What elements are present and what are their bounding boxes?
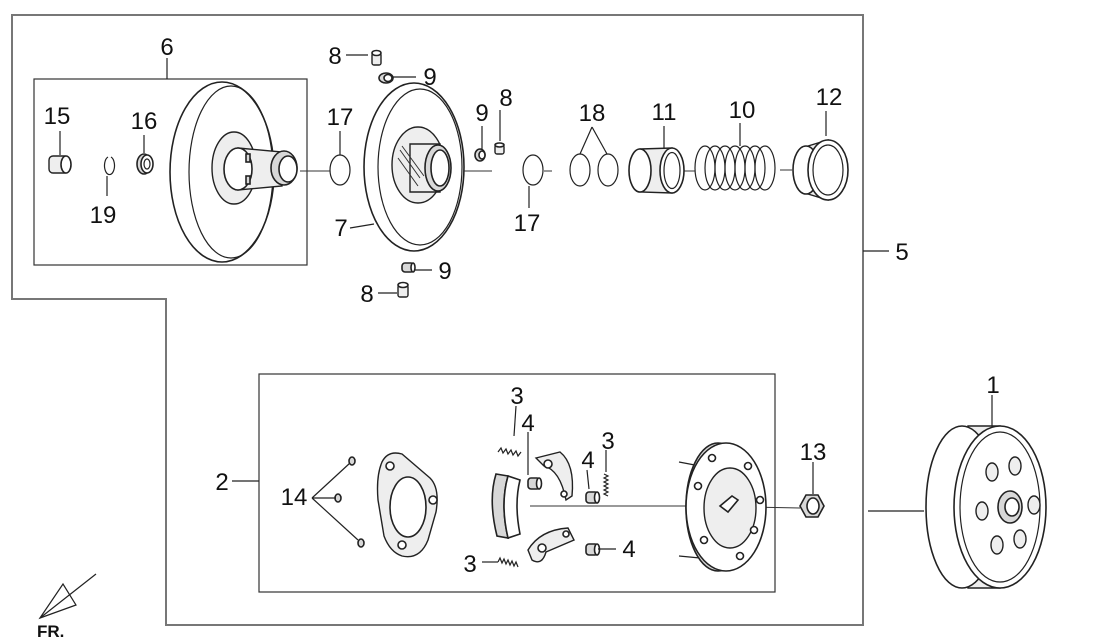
callout-5: 5 xyxy=(895,239,908,266)
part-3-spring-right xyxy=(602,473,610,497)
callout-3-bottom: 3 xyxy=(463,551,476,578)
part-14-nuts xyxy=(334,456,365,548)
part-17-oring xyxy=(329,154,351,186)
part-8-pin-bottom xyxy=(397,281,409,298)
callout-8-top: 8 xyxy=(328,43,341,70)
part-6-driven-fixed-face xyxy=(169,81,298,263)
part-4-collar xyxy=(585,543,601,556)
part-8-pin-top xyxy=(371,49,382,66)
assembly-6-box xyxy=(33,78,308,266)
callout-9-top: 9 xyxy=(423,64,436,91)
callout-2: 2 xyxy=(215,469,228,496)
callout-4-left: 4 xyxy=(521,410,534,437)
front-direction-arrow-icon xyxy=(38,573,97,620)
callout-18: 18 xyxy=(579,100,606,127)
callout-6: 6 xyxy=(160,34,173,61)
part-18-orings xyxy=(569,153,619,187)
part-4-collar xyxy=(585,491,601,504)
part-15-bushing xyxy=(48,155,72,174)
part-1-clutch-outer xyxy=(925,425,1047,589)
part-3-spring-upper xyxy=(497,446,522,458)
callout-11: 11 xyxy=(652,99,677,126)
clutch-shoe-left xyxy=(491,473,521,540)
front-direction-label: FR. xyxy=(37,622,64,640)
callout-17-right: 17 xyxy=(514,210,541,237)
callout-1: 1 xyxy=(986,372,999,399)
callout-14: 14 xyxy=(281,484,308,511)
part-4-collar xyxy=(527,477,543,490)
clutch-shoe-upper xyxy=(534,451,574,502)
callout-8-bottom: 8 xyxy=(360,281,373,308)
part-13-nut xyxy=(799,494,825,518)
part-11-seal-collar xyxy=(628,147,685,194)
callout-15: 15 xyxy=(44,103,71,130)
callout-16: 16 xyxy=(131,108,158,135)
part-8-pin-mid xyxy=(494,142,505,155)
part-17-oring xyxy=(522,154,544,186)
clutch-plate xyxy=(376,452,438,558)
callout-12: 12 xyxy=(816,84,843,111)
callout-17-left: 17 xyxy=(327,104,354,131)
callout-9-mid: 9 xyxy=(475,100,488,127)
part-16-bearing xyxy=(136,153,154,175)
callout-8-mid: 8 xyxy=(499,85,512,112)
callout-10: 10 xyxy=(729,97,756,124)
clutch-drive-plate xyxy=(678,442,767,572)
part-9-roller-top xyxy=(378,72,394,84)
callout-13: 13 xyxy=(800,439,827,466)
assembly-5-frame xyxy=(11,14,864,626)
leader-lines xyxy=(59,54,993,563)
callout-9-bottom: 9 xyxy=(438,258,451,285)
assembly-2-box xyxy=(258,373,776,593)
callout-4-bottom: 4 xyxy=(622,536,635,563)
callout-3-top: 3 xyxy=(510,383,523,410)
callout-7: 7 xyxy=(334,215,347,242)
part-9-roller-bottom xyxy=(401,262,416,273)
part-10-driven-spring xyxy=(694,145,776,191)
callout-3-right: 3 xyxy=(601,428,614,455)
part-9-roller-mid xyxy=(474,148,486,162)
part-12-spring-seat xyxy=(792,139,849,201)
callout-4-mid: 4 xyxy=(581,447,594,474)
clutch-shoe-lower xyxy=(527,527,575,563)
part-7-driven-movable-face xyxy=(363,82,465,252)
part-3-spring-lower xyxy=(497,556,519,568)
part-19-circlip xyxy=(103,156,116,176)
callout-19: 19 xyxy=(90,202,117,229)
